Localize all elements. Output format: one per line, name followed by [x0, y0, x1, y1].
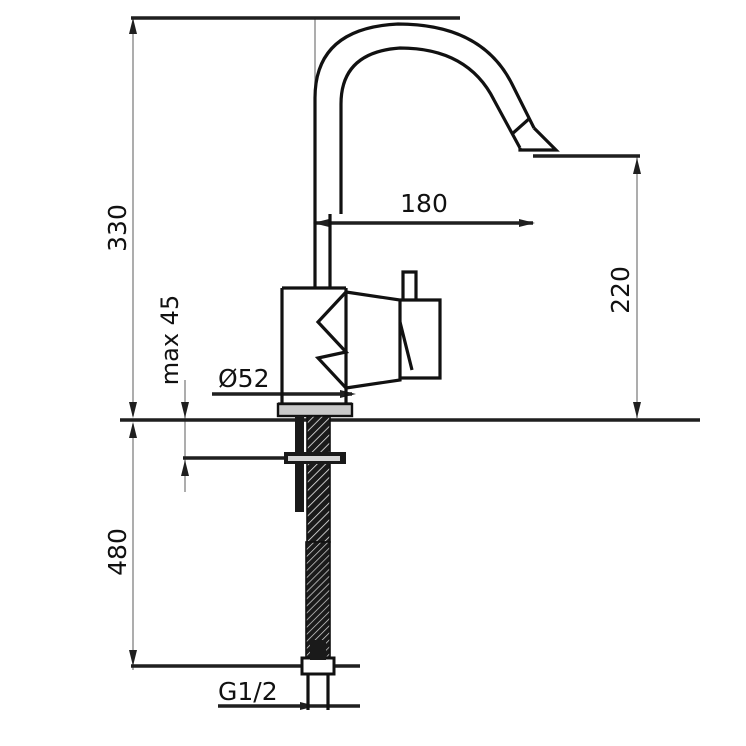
spout-outlet [518, 126, 560, 152]
lever-handle-block [400, 298, 442, 380]
arrowhead-220-top [633, 158, 641, 174]
dimension-label-max45: max 45 [156, 295, 184, 385]
dimension-labels: 330 180 220 max 45 Ø52 480 G1/2 [103, 189, 635, 706]
arrowhead-330-bottom [129, 402, 137, 418]
arrowhead-330-top [129, 18, 137, 34]
arrowhead-480-bottom [129, 650, 137, 666]
base-flange-plate [276, 402, 354, 418]
mounting-nut-highlight [288, 456, 340, 461]
dimension-label-330: 330 [103, 204, 132, 252]
dimension-label-220: 220 [606, 266, 635, 314]
gooseneck-spout-inner [339, 46, 522, 214]
dimension-arrowheads [129, 18, 641, 710]
connector-tailpipe [306, 674, 330, 710]
gooseneck-spout-outer [313, 22, 536, 214]
threaded-shank [306, 415, 331, 543]
dimension-label-180: 180 [400, 189, 448, 218]
arrowhead-180-left [313, 219, 329, 227]
arrowhead-max45-top [181, 402, 189, 418]
arrowhead-180-right [519, 219, 535, 227]
arrowhead-480-top [129, 422, 137, 438]
threaded-shank-assembly [284, 415, 346, 710]
arrowhead-220-bottom [633, 402, 641, 418]
spout-outlet-seam [510, 116, 532, 136]
dimension-lines [120, 16, 700, 708]
dimension-label-g12: G1/2 [218, 677, 278, 706]
lever-stem [401, 270, 418, 300]
hose-connector-thread [310, 640, 326, 660]
lever-mechanism [314, 290, 402, 390]
hose-connector-collar [300, 656, 336, 676]
dimension-label-480: 480 [103, 528, 132, 576]
arrowhead-d52 [340, 390, 356, 398]
base-flange [276, 402, 354, 418]
arrowhead-max45-bottom [181, 460, 189, 476]
lever-handle-seam [398, 321, 414, 371]
dimension-label-d52: Ø52 [218, 364, 270, 393]
faucet-outline [278, 22, 560, 414]
extension-lines [132, 18, 638, 670]
